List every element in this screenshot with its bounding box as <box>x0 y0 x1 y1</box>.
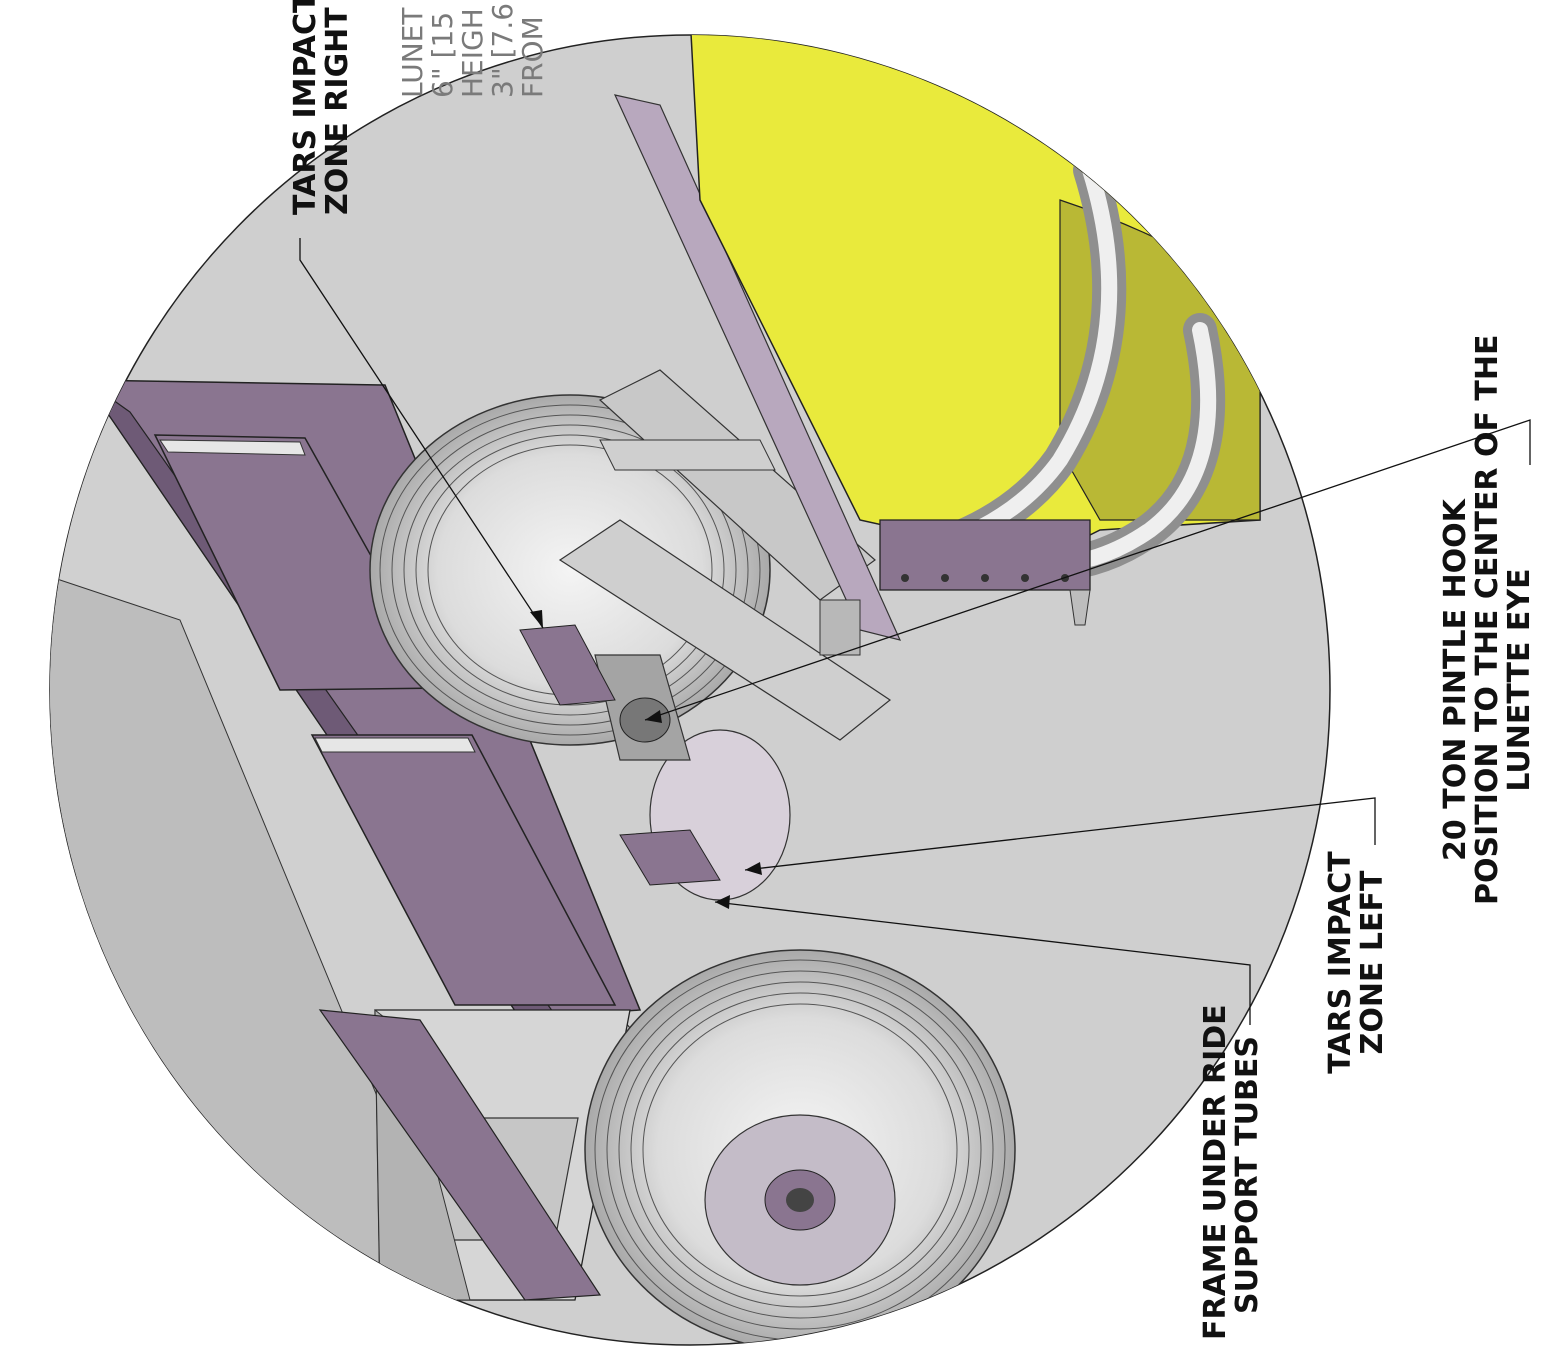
leader-frame <box>714 901 1251 1025</box>
callout-tars-right-line1: TARS IMPACT <box>288 0 323 215</box>
arrowhead-frame <box>715 895 730 909</box>
arrowheads <box>530 610 762 909</box>
lunette-note-line4: 3" [7.6 <box>486 2 519 98</box>
callout-tars-right-line2: ZONE RIGHT <box>320 7 355 215</box>
arrowhead-tars-left <box>745 862 762 875</box>
callout-tars-right: TARS IMPACT ZONE RIGHT <box>288 0 355 215</box>
tire-rear <box>369 394 771 746</box>
lunette-note-line1: LUNET <box>396 7 429 98</box>
mount-tab <box>1069 589 1091 626</box>
leader-lines <box>299 238 1531 1025</box>
frame-bracket <box>599 439 776 471</box>
lunette-note-line3: HEIGH <box>456 8 489 98</box>
frame-crossmember <box>613 94 902 641</box>
callout-tars-left-line1: TARS IMPACT <box>1323 851 1358 1074</box>
leader-tars-left <box>744 797 1376 871</box>
leader-tars-right <box>299 238 544 629</box>
purple-door-lower-trim <box>314 737 476 753</box>
callout-pintle-line3: LUNETTE EYE <box>1502 568 1537 792</box>
mount-bracket <box>819 599 861 656</box>
impact-block-left <box>619 829 721 886</box>
arrowhead-tars-right <box>530 610 543 628</box>
callout-frame: FRAME UNDER RIDE SUPPORT TUBES <box>1198 1004 1265 1340</box>
lunette-note-line2: 6" [15 <box>426 11 459 98</box>
purple-door-lower <box>310 734 617 1006</box>
impact-block-right <box>519 624 616 706</box>
scene <box>50 35 1261 1345</box>
callout-frame-line2: SUPPORT TUBES <box>1230 1036 1265 1314</box>
callout-tars-left-line2: ZONE LEFT <box>1355 870 1390 1055</box>
callout-frame-line1: FRAME UNDER RIDE <box>1198 1004 1233 1340</box>
frame-rail-upper <box>598 369 876 601</box>
purple-door-upper-trim <box>159 439 306 456</box>
callout-pintle-line1: 20 TON PINTLE HOOK <box>1438 499 1473 861</box>
callout-tars-left: TARS IMPACT ZONE LEFT <box>1323 850 1390 1075</box>
frame-rail-lower <box>558 519 892 741</box>
callout-pintle-line2: POSITION TO THE CENTER OF THE <box>1470 334 1505 905</box>
lunette-height-note: LUNET 6" [15 HEIGH 3" [7.6 FROM <box>396 2 549 98</box>
arrowhead-pintle <box>645 710 662 723</box>
purple-end-cap <box>318 1009 602 1301</box>
leader-pintle <box>644 419 1531 721</box>
lunette-note-line5: FROM <box>516 16 549 98</box>
